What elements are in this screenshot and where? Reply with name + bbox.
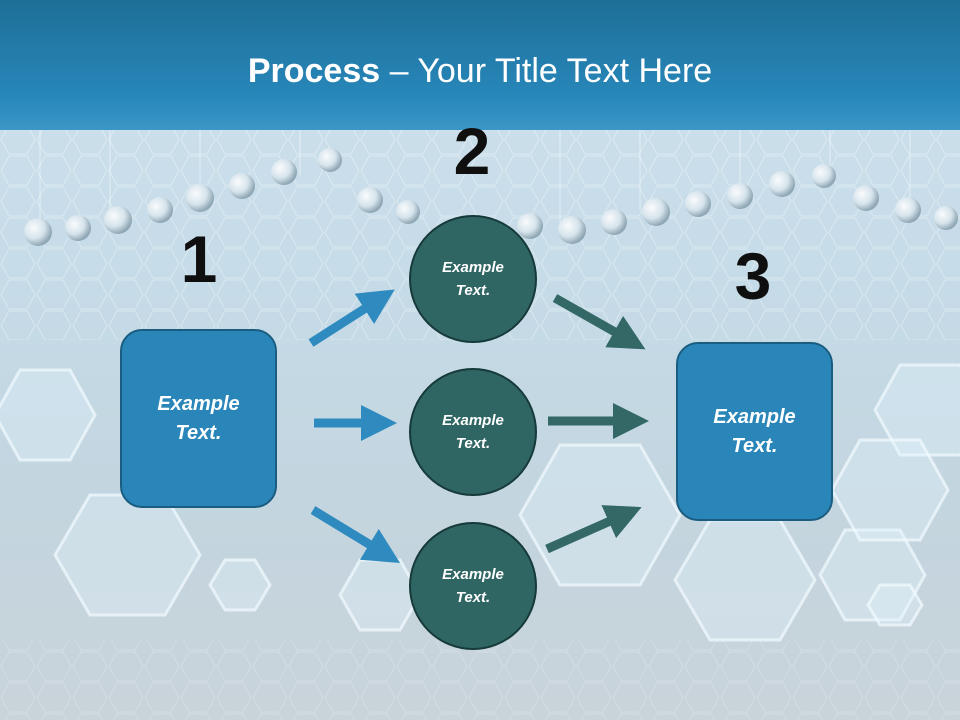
arrow-left-to-bottom — [310, 506, 401, 564]
step-2-circle-bottom: Example Text. — [409, 522, 537, 650]
circle-top-label: Example Text. — [442, 259, 504, 299]
step-1-box-label: Example Text. — [157, 392, 240, 444]
arrow-bottom-to-right — [545, 505, 642, 554]
circle-bottom-label: Example Text. — [442, 566, 504, 606]
header-bar — [0, 0, 960, 130]
step-2-circle-top: Example Text. — [409, 215, 537, 343]
title-rest: – Your Title Text Here — [380, 52, 713, 90]
step-number-1: 1 — [180, 222, 218, 296]
title-strong: Process — [247, 52, 381, 90]
arrow-top-to-right — [552, 294, 646, 350]
step-number-2: 2 — [453, 114, 491, 188]
arrow-left-to-top — [308, 289, 395, 347]
slide-title: Process – Your Title Text Here — [0, 52, 960, 91]
step-3-box: Example Text. — [676, 342, 833, 521]
step-2-circle-middle: Example Text. — [409, 368, 537, 496]
step-3-box-label: Example Text. — [713, 405, 796, 457]
step-number-3: 3 — [734, 239, 772, 313]
step-1-box: Example Text. — [120, 329, 277, 508]
circle-middle-label: Example Text. — [442, 412, 504, 452]
